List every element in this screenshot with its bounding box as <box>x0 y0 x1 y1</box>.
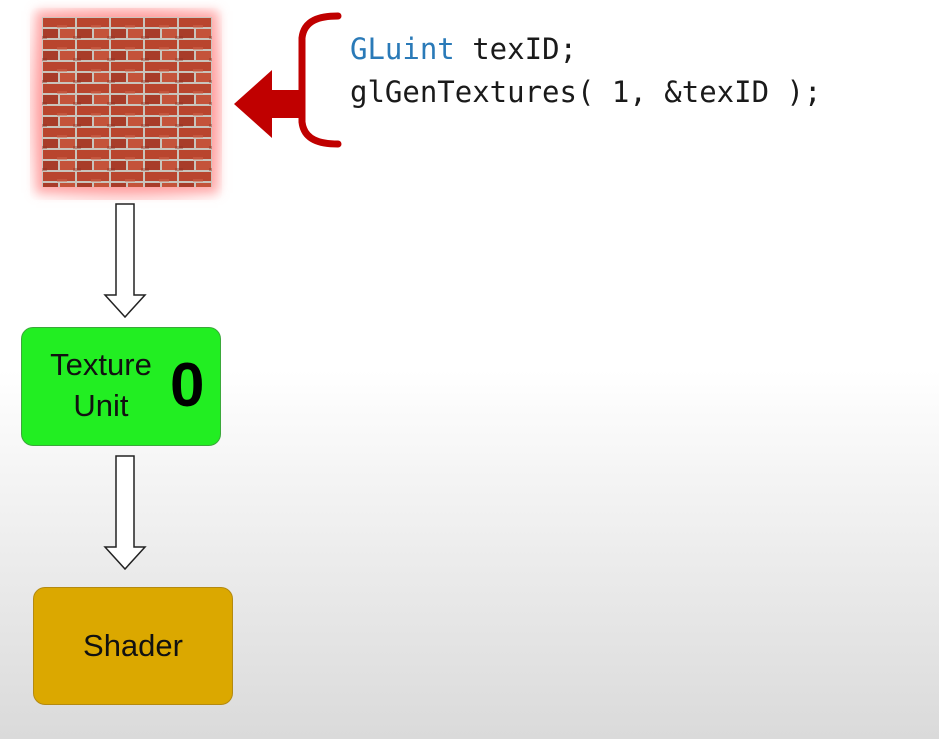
texture-unit-box: Texture Unit 0 <box>21 327 221 446</box>
code-snippet: GLuint texID; glGenTextures( 1, &texID ); <box>350 28 821 114</box>
shader-box: Shader <box>33 587 233 705</box>
texture-unit-label: Texture Unit <box>50 347 152 423</box>
shader-label: Shader <box>83 628 183 663</box>
code-line-1: GLuint texID; <box>350 28 821 71</box>
code-line-2: glGenTextures( 1, &texID ); <box>350 75 822 109</box>
down-arrow-icon <box>103 455 147 571</box>
down-arrow-icon <box>103 203 147 319</box>
red-left-arrow-icon <box>234 12 342 148</box>
code-keyword: GLuint <box>350 32 455 66</box>
brick-texture-image <box>42 17 212 187</box>
code-line-1-rest: texID; <box>454 32 577 66</box>
texture-unit-number: 0 <box>170 351 205 420</box>
